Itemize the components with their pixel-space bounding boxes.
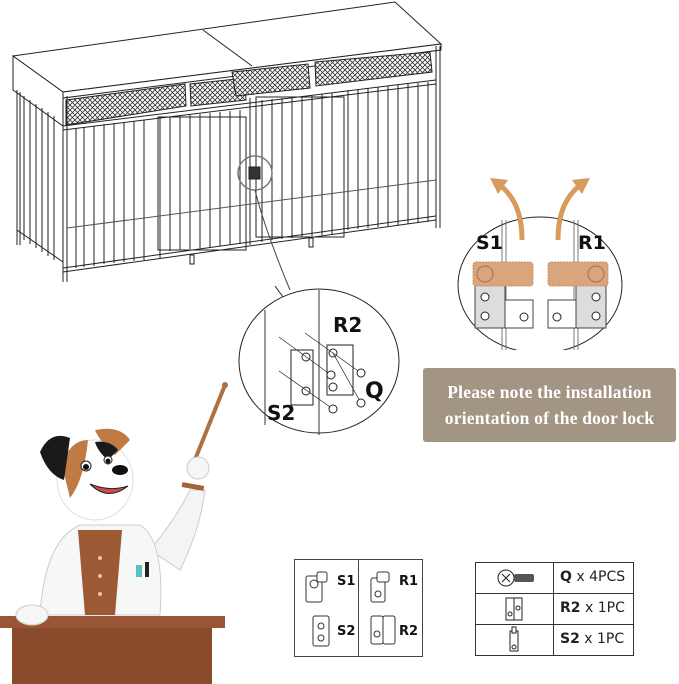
parts-overview-grid: S1 R1 S2 R2: [294, 559, 423, 657]
part-label-r2: R2: [399, 624, 419, 639]
arrow-up-right-icon: [555, 183, 582, 241]
part-qty: x 1PC: [580, 600, 625, 616]
grid-divider: [358, 560, 359, 656]
parts-quantity-table: Q x 4PCS R2 x 1PC S2 x 1PC: [475, 562, 634, 656]
part-qty: x 4PCS: [571, 569, 626, 585]
installation-note: Please note the installation orientation…: [423, 368, 676, 442]
table-row: Q x 4PCS: [476, 563, 633, 594]
label-s1: S1: [476, 232, 503, 254]
hinge-detail-diagram: [238, 285, 400, 435]
table-row: R2 x 1PC: [476, 594, 633, 625]
part-code: R2: [560, 600, 581, 616]
mascot-illustration: [0, 382, 228, 684]
latch-orientation-diagram: [457, 178, 623, 350]
note-line-1: Please note the installation: [447, 382, 652, 402]
part-label-s1: S1: [337, 574, 356, 589]
part-code: Q: [560, 569, 572, 585]
hinge-detail-callout: R2 S2 Q: [235, 285, 405, 455]
note-line-2: orientation of the door lock: [444, 408, 655, 428]
hinge-plate-icon: [505, 597, 523, 621]
part-label-s2: S2: [337, 624, 356, 639]
arrow-up-left-icon: [498, 183, 525, 241]
table-row: S2 x 1PC: [476, 625, 633, 655]
label-s2: S2: [267, 401, 296, 425]
part-qty: x 1PC: [579, 631, 625, 647]
label-q: Q: [365, 379, 384, 404]
part-label-r1: R1: [399, 574, 419, 589]
podium-top: [0, 616, 225, 628]
label-r1: R1: [578, 232, 606, 254]
screw-icon: [497, 569, 534, 587]
podium-body: [12, 628, 212, 684]
hardware-parts-icons-left: [305, 571, 330, 647]
hardware-parts-icons-right: [370, 571, 396, 645]
latch-orientation-callout: S1 R1: [450, 170, 630, 350]
kennel-illustration: [11, 1, 443, 290]
strike-plate-icon: [509, 626, 519, 652]
label-r2: R2: [333, 313, 363, 337]
part-code: S2: [560, 631, 580, 647]
table-divider: [553, 563, 554, 655]
